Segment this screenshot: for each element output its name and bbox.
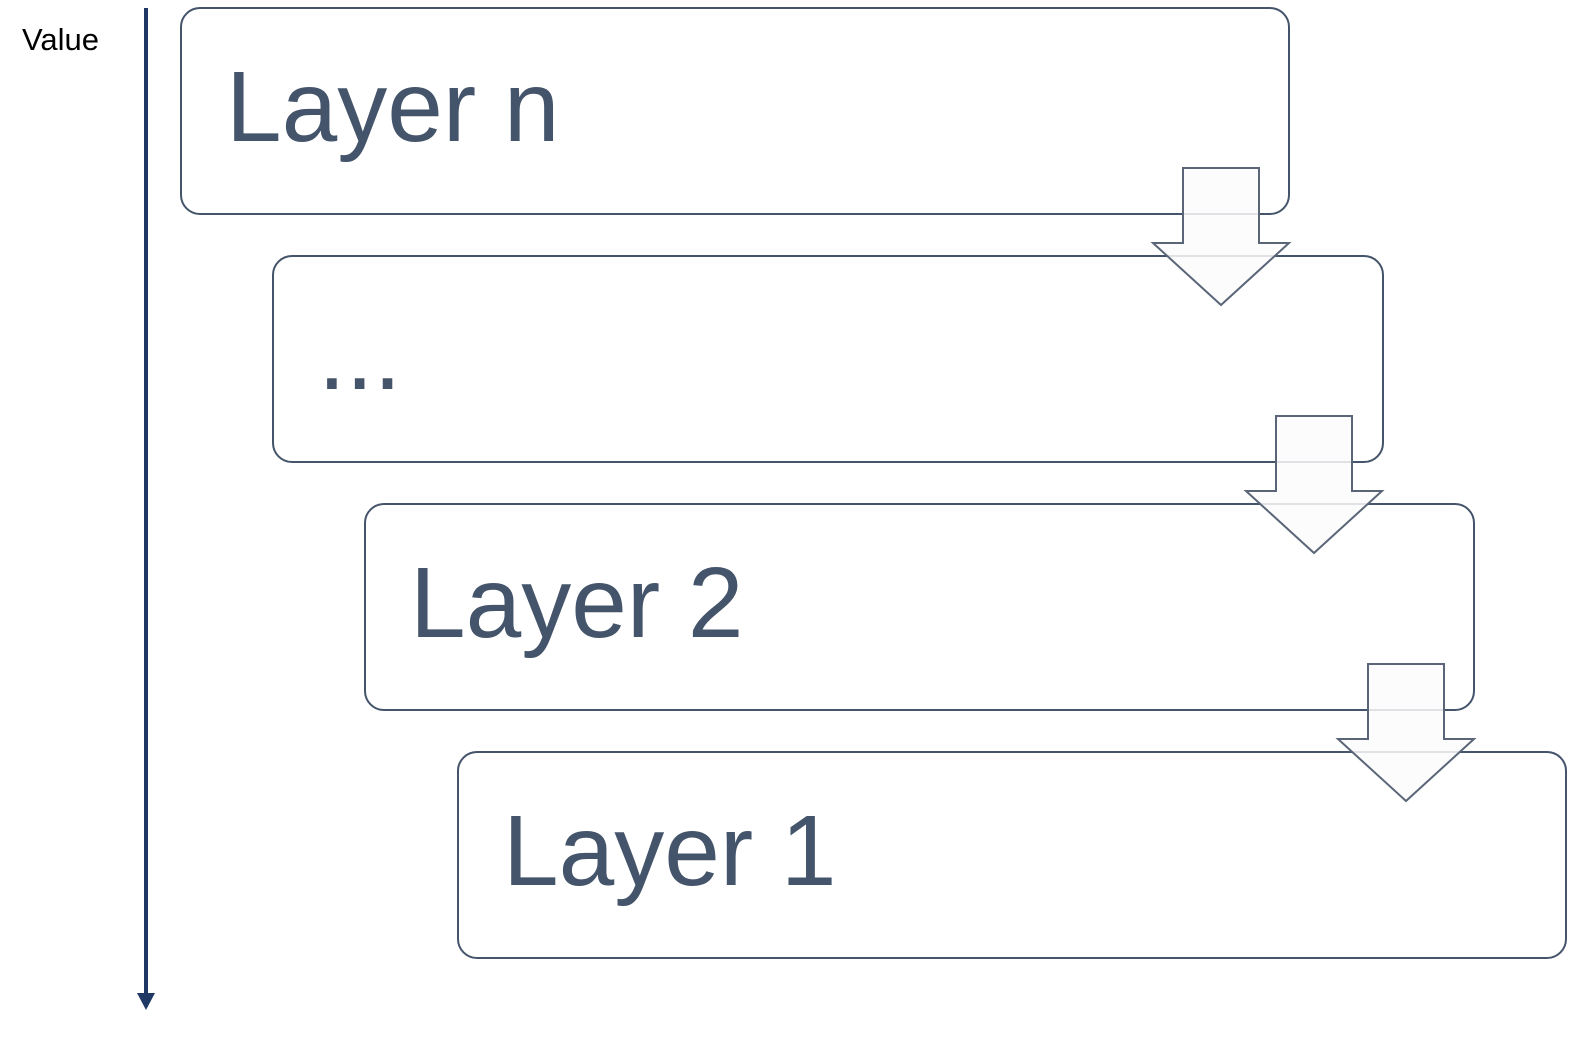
- down-arrow-icon: [1335, 663, 1477, 803]
- layer-label: Layer n: [226, 51, 560, 163]
- down-arrow-icon: [1150, 167, 1292, 307]
- down-arrow-icon: [1243, 415, 1385, 555]
- value-axis-label: Value: [22, 22, 99, 57]
- layer-box-n: Layer n: [180, 7, 1290, 215]
- layer-label: ...: [318, 299, 402, 411]
- layer-box-ellipsis: ...: [272, 255, 1384, 463]
- layer-box-1: Layer 1: [457, 751, 1567, 959]
- layer-box-2: Layer 2: [364, 503, 1475, 711]
- value-axis-arrow: [137, 8, 155, 1010]
- layer-label: Layer 1: [503, 795, 837, 907]
- layer-label: Layer 2: [410, 547, 744, 659]
